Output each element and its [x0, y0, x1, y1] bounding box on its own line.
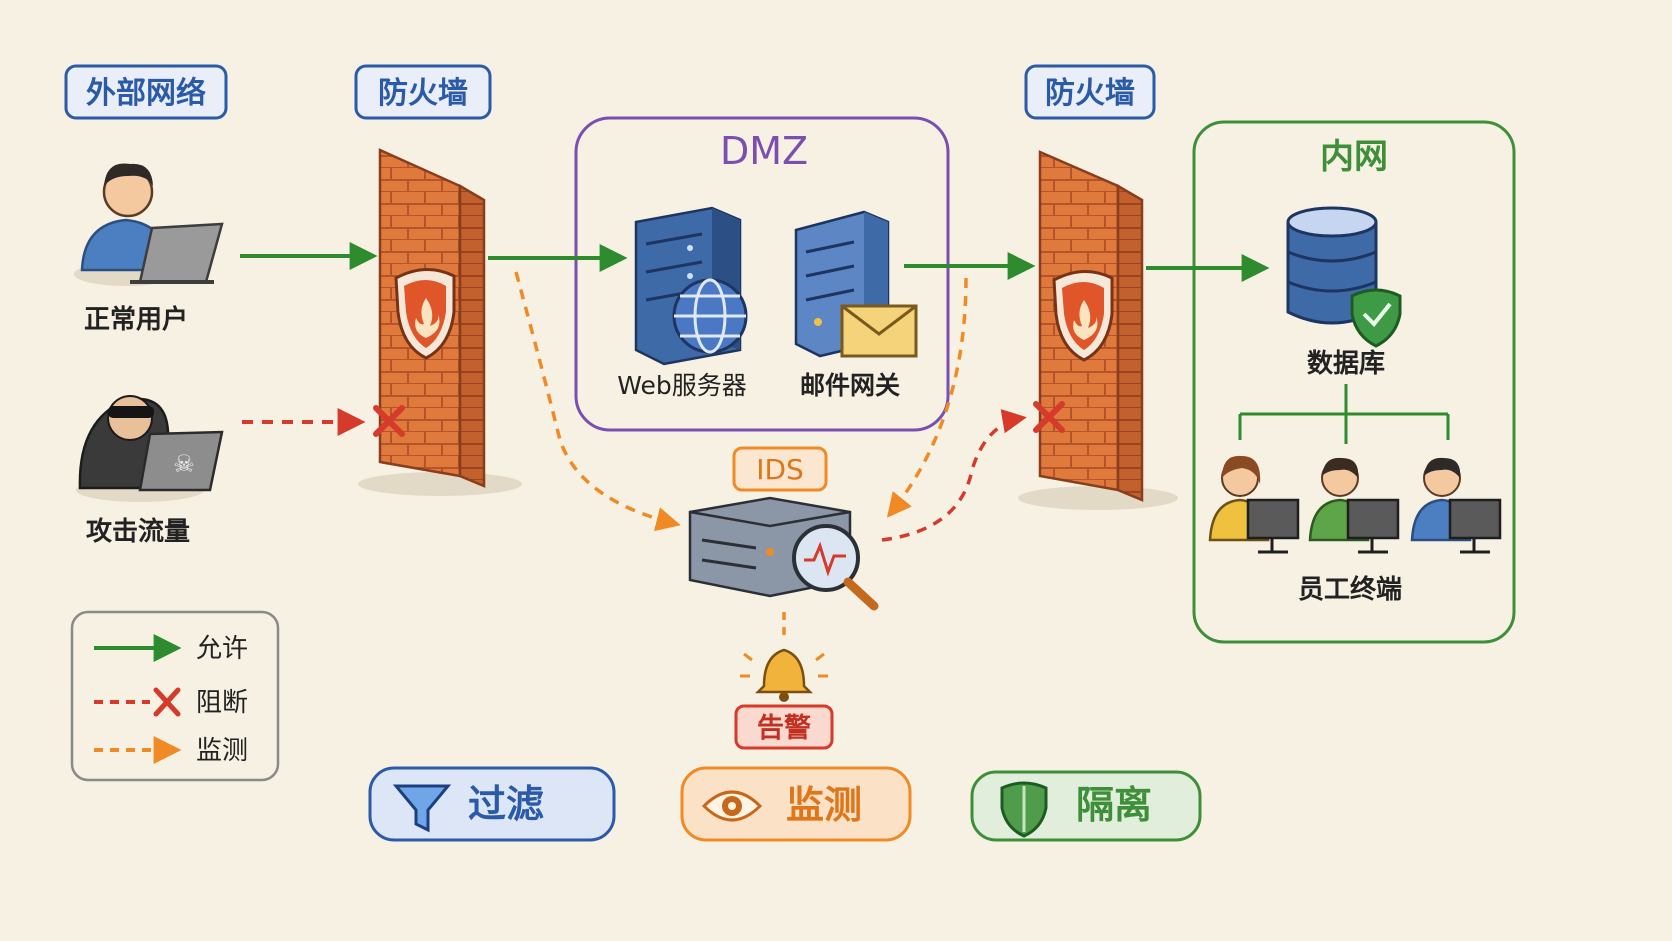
monitor-arrow-dmz-to-ids: [886, 277, 968, 518]
firewall-left-label: 防火墙: [354, 64, 492, 120]
database: 数据库: [1286, 206, 1402, 379]
legend-block-x-icon: [153, 687, 181, 717]
firewall-left: [358, 148, 522, 496]
database-label: 数据库: [1307, 349, 1385, 379]
normal-user-label: 正常用户: [84, 304, 188, 335]
badge-isolate: 隔离: [970, 770, 1202, 842]
dmz-zone: DMZ: [574, 116, 950, 432]
badge-filter-label: 过滤: [468, 782, 544, 826]
legend-block-label: 阻断: [196, 688, 248, 718]
attack-traffic-label: 攻击流量: [86, 517, 190, 547]
firewall-right-text: 防火墙: [1045, 76, 1135, 111]
envelope-icon: [840, 304, 918, 358]
intranet-title: 内网: [1320, 137, 1388, 177]
firewall-shield-icon: [1052, 270, 1114, 362]
badge-filter: 过滤: [368, 766, 616, 842]
employee-icon: [1308, 457, 1400, 554]
bell-icon: [740, 648, 828, 702]
shield-check-icon: [1350, 288, 1402, 348]
flow-arrows: [240, 242, 1270, 642]
block-x-icon: [1033, 401, 1065, 433]
web-server: Web服务器: [617, 206, 748, 400]
magnifier-icon: [792, 524, 879, 611]
badge-isolate-label: 隔离: [1076, 783, 1152, 827]
firewall-shield-icon: [394, 268, 456, 360]
firewall-right: [1018, 150, 1178, 510]
globe-icon: [672, 278, 748, 354]
eye-icon: [701, 790, 763, 822]
external-network-label: 外部网络: [64, 64, 228, 120]
employee-icon: [1208, 455, 1300, 554]
web-server-label: Web服务器: [617, 371, 747, 400]
badge-monitor: 监测: [680, 766, 912, 842]
external-network-text: 外部网络: [86, 76, 206, 111]
user-icon: [74, 163, 224, 286]
block-arrow-ids-to-firewall: [881, 409, 1027, 542]
block-x-icon: [373, 405, 405, 437]
attack-traffic-node: ☠ 攻击流量: [76, 395, 224, 547]
alert-label: 告警: [757, 713, 811, 744]
badge-monitor-label: 监测: [786, 783, 862, 827]
firewall-right-label: 防火墙: [1024, 64, 1156, 120]
ids-node: IDS: [688, 446, 879, 611]
normal-user: 正常用户: [74, 163, 224, 335]
hacker-icon: ☠: [76, 395, 224, 502]
firewall-left-text: 防火墙: [378, 76, 468, 111]
dmz-title: DMZ: [720, 129, 808, 173]
shield-icon: [1000, 781, 1048, 838]
employee-icon: [1410, 457, 1502, 554]
ids-label: IDS: [756, 453, 804, 486]
skull-icon: ☠: [173, 450, 195, 478]
database-tree-connector: [1238, 384, 1450, 444]
mail-gateway: 邮件网关: [794, 210, 918, 400]
legend: 允许 阻断 监测: [70, 610, 280, 782]
alert-node: 告警: [734, 648, 834, 750]
intranet-zone: 内网: [1192, 120, 1516, 644]
legend-monitor-label: 监测: [196, 736, 248, 766]
legend-allow-label: 允许: [196, 634, 248, 664]
mail-gateway-label: 邮件网关: [800, 371, 900, 400]
employee-terminals-label: 员工终端: [1298, 574, 1402, 605]
employee-terminals: 员工终端: [1208, 455, 1502, 605]
funnel-icon: [392, 784, 452, 833]
